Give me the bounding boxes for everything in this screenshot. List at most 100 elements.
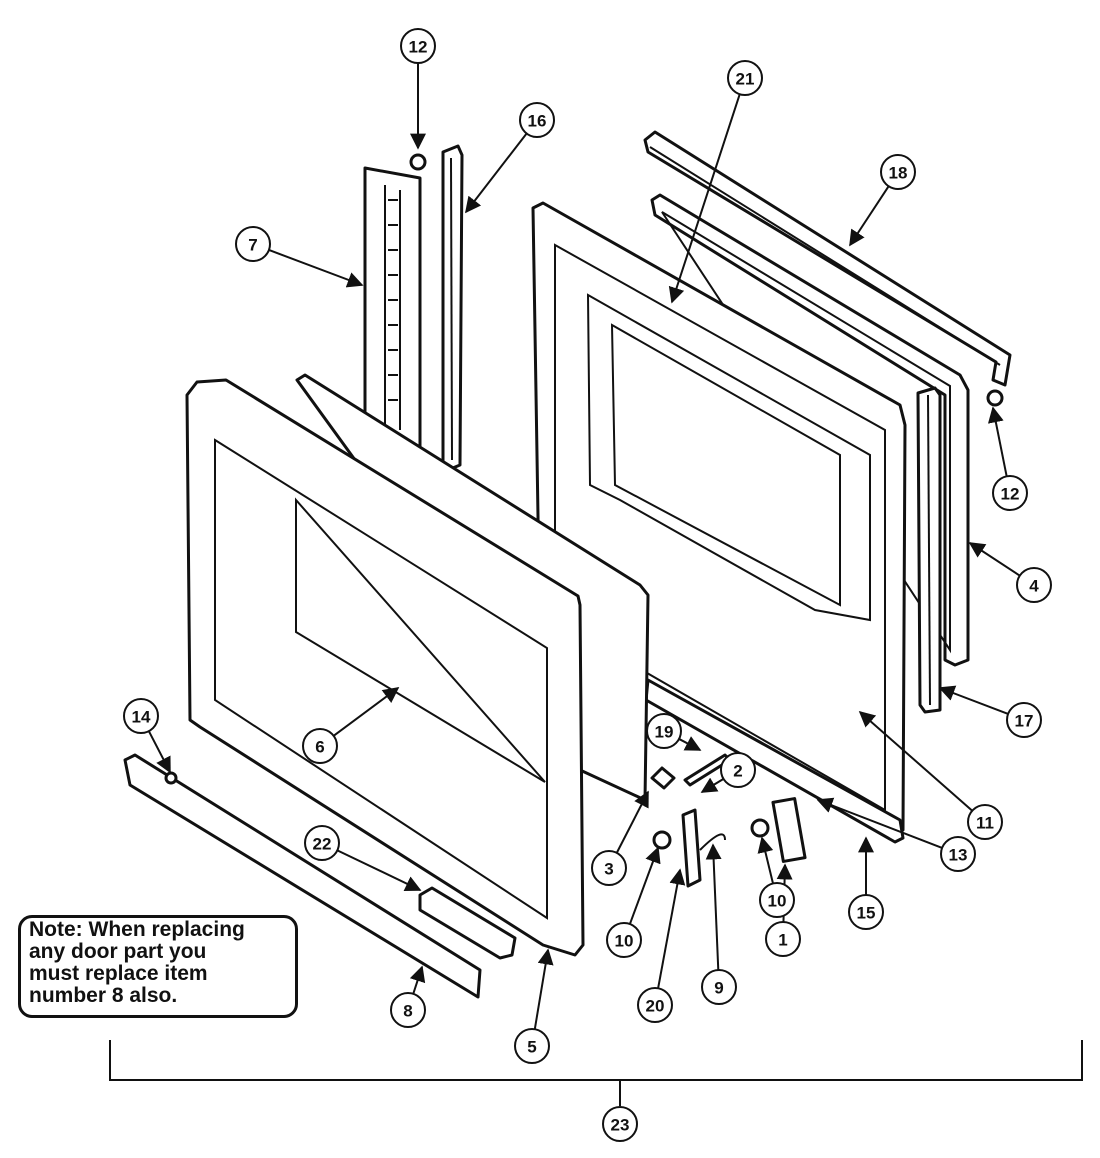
callout: 5 bbox=[514, 1028, 550, 1064]
callout-number: 8 bbox=[403, 1002, 412, 1021]
callout-number: 22 bbox=[313, 835, 332, 854]
callout-leader-line bbox=[336, 849, 422, 891]
callout-leader-line bbox=[987, 406, 1008, 477]
callout: 4 bbox=[1016, 567, 1052, 603]
callout-leader-line bbox=[465, 132, 528, 214]
callout: 15 bbox=[848, 894, 884, 930]
callout: 12 bbox=[992, 475, 1028, 511]
callout-number: 11 bbox=[976, 814, 994, 833]
callout: 9 bbox=[701, 969, 737, 1005]
callout-leader-line bbox=[858, 710, 973, 812]
handle-trim bbox=[123, 753, 482, 999]
vertical-trim-strip bbox=[441, 144, 464, 472]
callout-circle bbox=[400, 28, 436, 64]
callout: 7 bbox=[235, 226, 271, 262]
callout-number: 10 bbox=[615, 932, 634, 951]
note-box: Note: When replacing any door part you m… bbox=[18, 915, 298, 1018]
callout-circle bbox=[637, 987, 673, 1023]
callout-number: 19 bbox=[655, 723, 674, 742]
callout-circle bbox=[765, 921, 801, 957]
callout: 23 bbox=[602, 1106, 638, 1142]
top-trim-strip bbox=[643, 130, 1012, 387]
callout-leader-line bbox=[333, 687, 400, 737]
callout-circle bbox=[519, 102, 555, 138]
callout-number: 12 bbox=[409, 38, 428, 57]
callout: 17 bbox=[1006, 702, 1042, 738]
callout: 20 bbox=[637, 987, 673, 1023]
callout-circle bbox=[606, 922, 642, 958]
callout-number: 10 bbox=[768, 892, 787, 911]
callout-leader-line bbox=[533, 948, 554, 1030]
callout-number: 14 bbox=[132, 708, 151, 727]
callout-circle bbox=[727, 60, 763, 96]
callout-number: 13 bbox=[949, 846, 968, 865]
callout-leader-line bbox=[700, 777, 725, 793]
callout-number: 18 bbox=[889, 164, 908, 183]
callout-circle bbox=[602, 1106, 638, 1142]
callout-leader-line bbox=[147, 730, 171, 774]
right-side-trim bbox=[916, 386, 942, 714]
callout-leaders bbox=[147, 63, 1021, 1030]
callout-leader-line bbox=[705, 843, 722, 971]
callout-number: 23 bbox=[611, 1116, 630, 1135]
callout-circle bbox=[759, 882, 795, 918]
callout-circle bbox=[940, 836, 976, 872]
callout-circle bbox=[967, 804, 1003, 840]
callout-number: 3 bbox=[604, 860, 613, 879]
callout-number: 7 bbox=[248, 236, 257, 255]
callout: 13 bbox=[940, 836, 976, 872]
hinge-channel bbox=[363, 166, 422, 454]
callout-circle bbox=[123, 698, 159, 734]
callout-circle bbox=[514, 1028, 550, 1064]
callout-circle bbox=[848, 894, 884, 930]
callout: 1 bbox=[765, 921, 801, 957]
callout-number: 20 bbox=[646, 997, 665, 1016]
callouts: 1216211871241711192614131532210101920852… bbox=[123, 28, 1052, 1142]
callout-number: 12 bbox=[1001, 485, 1020, 504]
callout: 3 bbox=[591, 850, 627, 886]
callout-number: 4 bbox=[1029, 577, 1039, 596]
outer-door-frame bbox=[185, 378, 585, 957]
callout-leader-line bbox=[816, 797, 943, 849]
callout-leader-line bbox=[668, 93, 741, 304]
callout: 18 bbox=[880, 154, 916, 190]
callout-leader-line bbox=[657, 868, 686, 989]
callout: 22 bbox=[304, 825, 340, 861]
callout-circle bbox=[1006, 702, 1042, 738]
callout-number: 17 bbox=[1015, 712, 1034, 731]
note-line: number 8 also. bbox=[29, 984, 178, 1007]
callout: 19 bbox=[646, 713, 682, 749]
callout-number: 5 bbox=[527, 1038, 536, 1057]
callout: 21 bbox=[727, 60, 763, 96]
handle-bracket bbox=[418, 886, 517, 960]
callout-circle bbox=[992, 475, 1028, 511]
callout: 12 bbox=[400, 28, 436, 64]
callout-number: 15 bbox=[857, 904, 876, 923]
callout-leader-line bbox=[849, 185, 890, 247]
callout: 8 bbox=[390, 992, 426, 1028]
note-line: any door part you bbox=[29, 940, 207, 963]
callout: 6 bbox=[302, 728, 338, 764]
callout-leader-line bbox=[268, 249, 364, 288]
callout-circle bbox=[235, 226, 271, 262]
callout: 11 bbox=[967, 804, 1003, 840]
hardware-parts bbox=[164, 153, 1004, 888]
callout-circle bbox=[1016, 567, 1052, 603]
callout-leader-line bbox=[757, 836, 774, 884]
assembly-bracket bbox=[109, 1040, 1083, 1106]
callout-leader-line bbox=[409, 965, 426, 995]
callout-circle bbox=[302, 728, 338, 764]
callout-leader-line bbox=[938, 685, 1009, 715]
callout-number: 21 bbox=[736, 70, 755, 89]
note-line: Note: When replacing bbox=[29, 918, 245, 941]
callout-leader-line bbox=[678, 736, 702, 751]
callout-number: 9 bbox=[714, 979, 723, 998]
callout-circle bbox=[720, 752, 756, 788]
callout: 16 bbox=[519, 102, 555, 138]
callout-circle bbox=[646, 713, 682, 749]
callout-circle bbox=[591, 850, 627, 886]
callout-leader-line bbox=[968, 542, 1021, 577]
callout-number: 16 bbox=[528, 112, 547, 131]
callout-number: 2 bbox=[733, 762, 742, 781]
